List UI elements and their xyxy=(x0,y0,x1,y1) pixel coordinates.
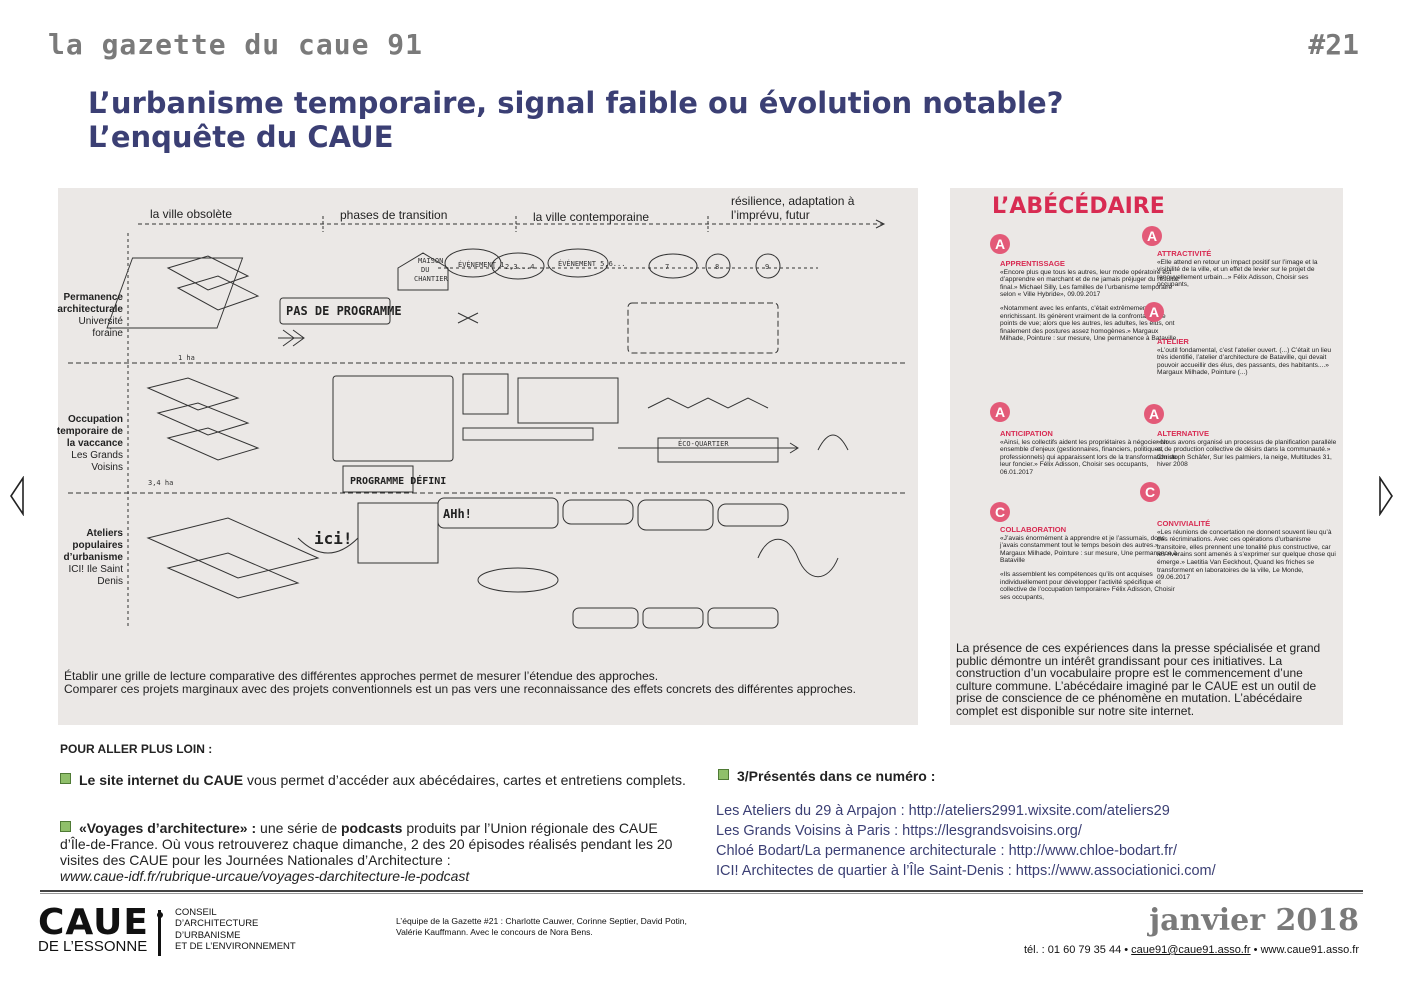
column-ville-contemporaine: la ville contemporaine xyxy=(533,210,650,224)
svg-text:3,4 ha: 3,4 ha xyxy=(148,479,173,487)
letter-badge: C xyxy=(990,502,1010,522)
previous-page-arrow-icon[interactable] xyxy=(10,475,24,521)
team-credits: L’équipe de la Gazette #21 : Charlotte C… xyxy=(396,916,687,937)
sketch-caption: Établir une grille de lecture comparativ… xyxy=(64,669,856,696)
website-link[interactable]: • www.caue91.asso.fr xyxy=(1253,944,1359,956)
letter-badge: C xyxy=(1140,482,1160,502)
entry-alternative: ALTERNATIVE «Nous avons organisé un proc… xyxy=(1157,429,1337,469)
caue-logo-subtitle: DE L’ESSONNE xyxy=(38,938,148,955)
conseil-text: CONSEIL D’ARCHITECTURE D’URBANISME ET DE… xyxy=(175,907,296,952)
entry-atelier: ATELIER «L’outil fondamental, c’est l’at… xyxy=(1157,337,1332,377)
gazette-masthead: la gazette du caue 91 xyxy=(48,28,424,61)
column-resilience: résilience, adaptation à l’imprévu, futu… xyxy=(731,194,855,222)
letter-badge: A xyxy=(1142,226,1162,246)
next-page-arrow-icon[interactable] xyxy=(1379,475,1393,521)
caue-website-item: Le site internet du CAUE vous permet d’a… xyxy=(60,772,688,788)
svg-text:ÉVÉNEMENT 1: ÉVÉNEMENT 1 xyxy=(458,260,504,269)
svg-text:PROGRAMME DÉFINI: PROGRAMME DÉFINI xyxy=(350,474,446,487)
email-link[interactable]: caue91@caue91.asso.fr xyxy=(1131,944,1251,956)
link-ateliers-29[interactable]: Les Ateliers du 29 à Arpajon : http://at… xyxy=(716,803,1170,819)
svg-text:AHh!: AHh! xyxy=(443,507,472,521)
column-ville-obsolete: la ville obsolète xyxy=(150,207,233,221)
bullet-square-icon xyxy=(60,773,71,784)
svg-text:DU: DU xyxy=(421,266,429,274)
svg-text:ÉVÉNEMENT 5,6...: ÉVÉNEMENT 5,6... xyxy=(558,259,625,268)
phone: tél. : 01 60 79 35 44 • xyxy=(1023,944,1129,956)
svg-text:ÉCO-QUARTIER: ÉCO-QUARTIER xyxy=(678,439,729,448)
issue-date: janvier 2018 xyxy=(1149,903,1359,938)
svg-text:MAISON: MAISON xyxy=(418,257,443,265)
title-line-1: L’urbanisme temporaire, signal faible ou… xyxy=(88,86,1064,120)
svg-text:7: 7 xyxy=(665,263,669,271)
letter-badge: A xyxy=(1144,404,1164,424)
podcast-url-link[interactable]: www.caue-idf.fr/rubrique-urcaue/voyages-… xyxy=(60,868,470,884)
contact-line: tél. : 01 60 79 35 44 • caue91@caue91.as… xyxy=(1024,944,1359,956)
logo-bar-icon xyxy=(158,910,161,956)
svg-text:PAS DE PROGRAMME: PAS DE PROGRAMME xyxy=(286,304,402,318)
caue-logo: CAUE xyxy=(38,902,149,943)
entry-collaboration: COLLABORATION «J’avais énormément à appr… xyxy=(1000,525,1178,601)
abecedaire-summary: La présence de ces expériences dans la p… xyxy=(956,641,1321,718)
svg-text:ici!: ici! xyxy=(314,529,353,548)
letter-badge: A xyxy=(990,234,1010,254)
voyages-podcast-item: «Voyages d’architecture» : une série de … xyxy=(60,820,673,884)
link-chloe-bodart[interactable]: Chloé Bodart/La permanence architectural… xyxy=(716,843,1178,859)
letter-badge: A xyxy=(990,402,1010,422)
abecedaire-panel: L’ABÉCÉDAIRE A APPRENTISSAGE «Encore plu… xyxy=(950,188,1343,725)
column-phases-transition: phases de transition xyxy=(340,208,448,222)
title-line-2: L’enquête du CAUE xyxy=(88,120,394,154)
svg-text:1 ha: 1 ha xyxy=(178,354,195,362)
further-heading: POUR ALLER PLUS LOIN : xyxy=(60,742,213,756)
svg-text:CHANTIER: CHANTIER xyxy=(414,275,449,283)
letter-badge: A xyxy=(1144,302,1164,322)
entry-attractivite: ATTRACTIVITÉ «Elle attend en retour un i… xyxy=(1157,249,1318,289)
page-title: L’urbanisme temporaire, signal faible ou… xyxy=(88,86,1063,154)
svg-text:9: 9 xyxy=(765,263,769,271)
entry-convivialite: CONVIVIALITÉ «Les réunions de concertati… xyxy=(1157,519,1336,582)
issue-number: #21 xyxy=(1308,28,1359,61)
link-association-ici[interactable]: ICI! Architectes de quartier à l’Île Sai… xyxy=(716,863,1216,879)
svg-text:2,3...4: 2,3...4 xyxy=(505,263,535,271)
footer-rule xyxy=(40,890,1363,892)
comparison-sketch-panel: 1 ha 3,4 ha MAISON DU CHANTIER ÉVÉNEMENT… xyxy=(57,188,918,725)
entry-anticipation: ANTICIPATION «Ainsi, les collectifs aide… xyxy=(1000,429,1177,476)
link-grands-voisins[interactable]: Les Grands Voisins à Paris : https://les… xyxy=(716,823,1082,839)
bullet-square-icon xyxy=(718,769,729,780)
hand-drawn-sketch: 1 ha 3,4 ha MAISON DU CHANTIER ÉVÉNEMENT… xyxy=(68,216,908,629)
abecedaire-title: L’ABÉCÉDAIRE xyxy=(992,194,1165,219)
logo-dot-icon xyxy=(157,912,163,918)
footer-rule-thin xyxy=(40,893,1363,894)
presented-heading: 3/Présentés dans ce numéro : xyxy=(718,768,935,784)
entry-apprentissage: APPRENTISSAGE «Encore plus que tous les … xyxy=(1000,259,1179,343)
bullet-square-icon xyxy=(60,821,71,832)
svg-text:8: 8 xyxy=(715,263,719,271)
